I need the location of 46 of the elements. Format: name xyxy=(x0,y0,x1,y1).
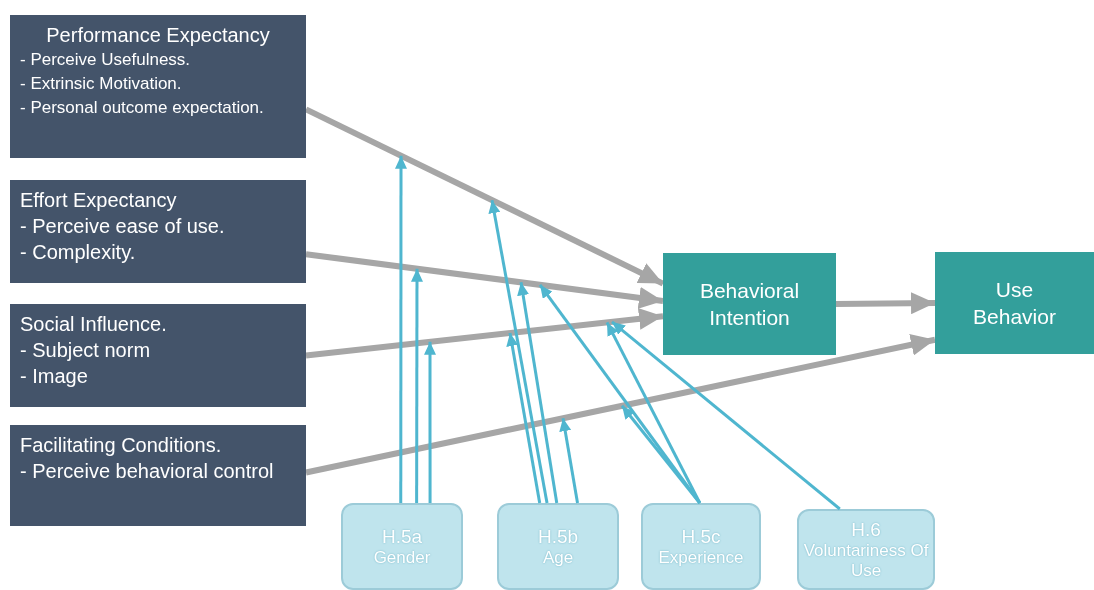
construct-box xyxy=(10,304,306,407)
moderator-label: Age xyxy=(542,548,574,568)
moderator-box xyxy=(797,509,935,590)
box-label: Behavioral Intention xyxy=(698,278,801,331)
list-item: - Perceive ease of use. xyxy=(20,214,226,239)
construct-box xyxy=(10,15,306,158)
box-label: Use Behavior xyxy=(972,277,1057,330)
arrow xyxy=(835,292,936,315)
list-item: - Complexity. xyxy=(20,240,137,265)
arrow xyxy=(305,333,936,476)
arrow xyxy=(411,268,423,503)
arrow xyxy=(517,282,559,504)
moderator-box xyxy=(641,503,761,590)
list-item: - Personal outcome expectation. xyxy=(20,97,265,119)
construct-title: Social Influence. xyxy=(20,312,168,337)
moderator-label: Experience xyxy=(658,548,744,568)
arrow xyxy=(611,320,841,511)
moderator-box xyxy=(497,503,619,590)
construct-box xyxy=(10,180,306,283)
moderator-label: Gender xyxy=(373,548,431,568)
list-item: - Extrinsic Motivation. xyxy=(20,73,183,95)
arrow xyxy=(424,341,436,503)
moderator-box xyxy=(341,503,463,590)
arrow xyxy=(305,307,664,359)
hypothesis-label: H.5c xyxy=(681,525,721,548)
hypothesis-label: H.5a xyxy=(381,525,423,548)
outcome-box xyxy=(935,252,1094,354)
arrow xyxy=(395,155,407,503)
list-item: - Perceive Usefulness. xyxy=(20,49,192,71)
arrow xyxy=(620,404,701,504)
moderator-label: Voluntariness Of Use xyxy=(802,541,930,581)
arrow xyxy=(559,417,579,504)
list-item: - Image xyxy=(20,364,89,389)
construct-title: Performance Expectancy xyxy=(45,23,271,48)
construct-title: Effort Expectancy xyxy=(20,188,178,213)
list-item: - Perceive behavioral control xyxy=(20,459,275,484)
outcome-box xyxy=(663,253,836,355)
list-item: - Subject norm xyxy=(20,338,152,363)
arrow xyxy=(305,251,664,309)
arrow xyxy=(488,199,549,504)
hypothesis-label: H.5b xyxy=(537,525,579,548)
construct-box xyxy=(10,425,306,526)
hypothesis-label: H.6 xyxy=(851,518,881,541)
arrow xyxy=(605,321,702,504)
arrow xyxy=(506,332,542,504)
construct-title: Facilitating Conditions. xyxy=(20,433,223,458)
